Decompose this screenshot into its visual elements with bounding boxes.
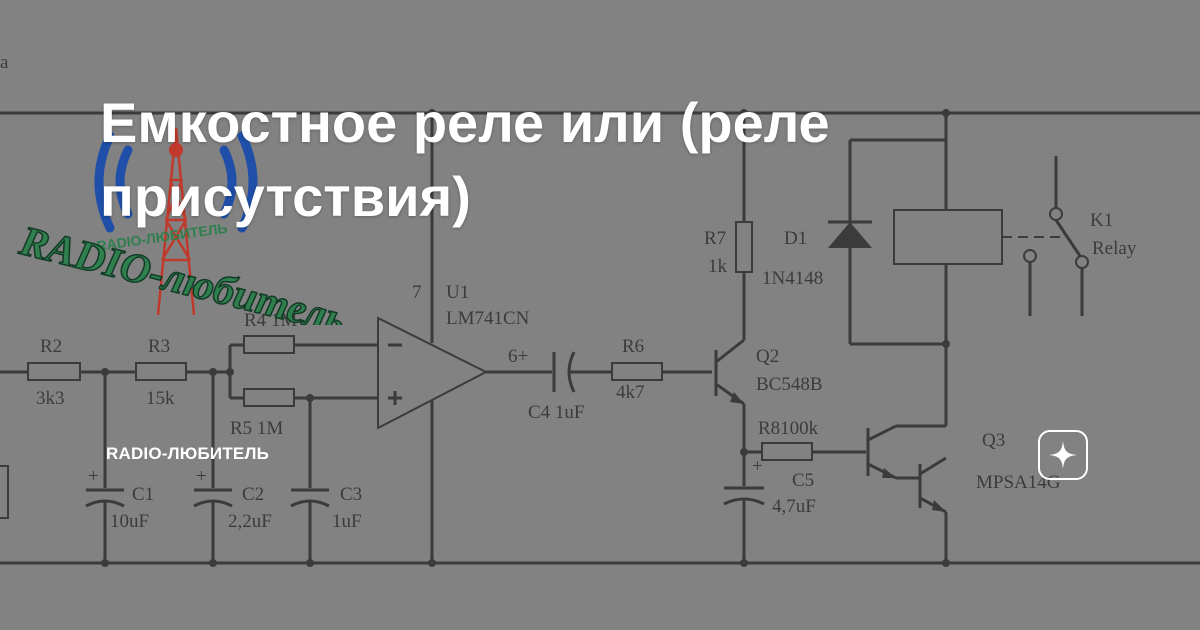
radio-lubitel-logo: RADIO-ЛЮБИТЕЛЬ RADIO-любитель [14,127,350,325]
r2-ref: R2 [40,336,62,357]
c3-ref: C3 [340,484,362,505]
u1-ref: U1 [446,282,469,303]
d1-ref: D1 [784,228,807,249]
u1-part: LM741CN [446,308,530,329]
article-title-line2: присутствия) [100,165,471,228]
r6-ref: R6 [622,336,644,357]
article-title-line1: Емкостное реле или (реле [100,91,830,154]
article-title: Емкостное реле или (реле присутствия) [100,86,1000,234]
channel-name[interactable]: RADIO-ЛЮБИТЕЛЬ [106,444,270,463]
q2-part: BC548B [756,374,823,395]
r4-label: R4 1M [244,310,297,331]
c1-value: 10uF [110,511,149,532]
r7-value: 1k [708,256,728,277]
q2-ref: Q2 [756,346,779,367]
c2-plus: + [196,466,207,487]
r7-ref: R7 [704,228,726,249]
c2-value: 2,2uF [228,511,272,532]
c3-value: 1uF [332,511,362,532]
d1-part: 1N4148 [762,268,823,289]
k1-part: Relay [1092,238,1137,259]
r6-value: 4k7 [616,382,645,403]
r5-label: R5 1M [230,418,283,439]
r3-value: 15k [146,388,175,409]
c5-ref: C5 [792,470,814,491]
r3-ref: R3 [148,336,170,357]
c1-plus: + [88,466,99,487]
r8-label: R8100k [758,418,819,439]
c2-ref: C2 [242,484,264,505]
sparkle-star-glyph [1049,441,1077,469]
k1-ref: K1 [1090,210,1113,231]
u1-pin7: 7 [412,282,422,303]
u1-pin6: 6+ [508,346,528,367]
sparkle-star-icon[interactable] [1038,430,1088,480]
q3-ref: Q3 [982,430,1005,451]
r2-value: 3k3 [36,388,65,409]
q3-part: MPSA14G [976,472,1061,493]
partial-label: а [0,52,9,73]
c5-value: 4,7uF [772,496,816,517]
c4-label: C4 1uF [528,402,585,423]
c1-ref: C1 [132,484,154,505]
c5-plus: + [752,456,763,477]
